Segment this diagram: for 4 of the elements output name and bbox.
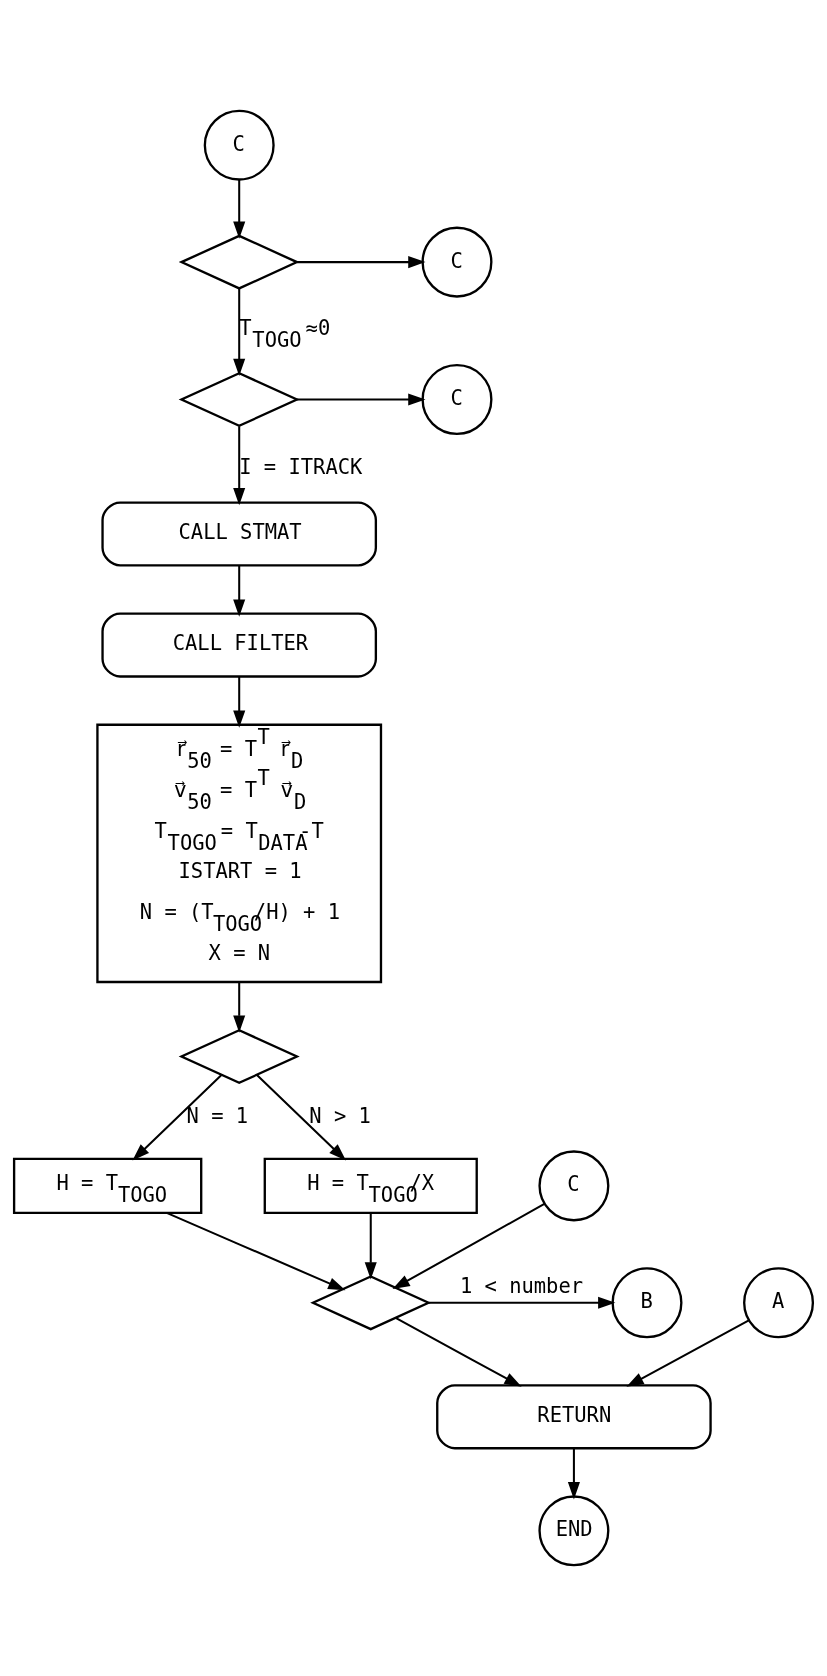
edge-label: I = ITRACK <box>239 454 363 479</box>
edge-label: 1 < number <box>459 1273 584 1298</box>
edge-label: N = 1 <box>186 1103 249 1128</box>
edge-label: N > 1 <box>309 1103 371 1128</box>
